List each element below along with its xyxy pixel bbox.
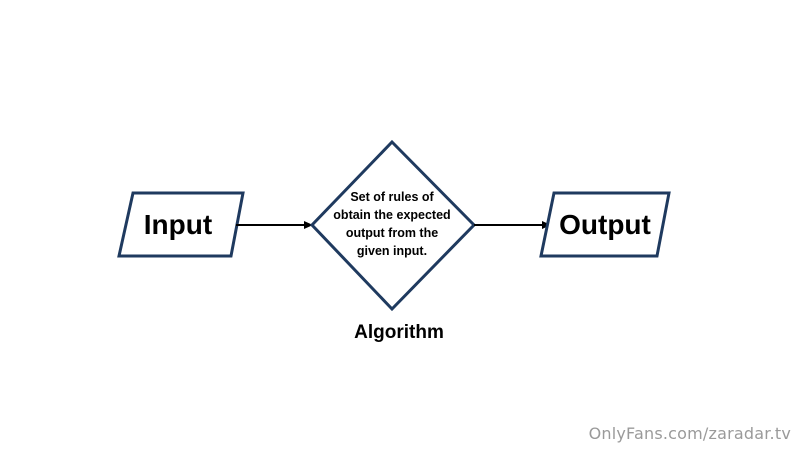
output-label: Output <box>559 209 651 240</box>
algorithm-rule-line-4: given input. <box>357 244 427 258</box>
algorithm-caption: Algorithm <box>354 322 444 343</box>
watermark-text: OnlyFans.com/zaradar.tv <box>588 424 791 443</box>
algorithm-shape <box>309 139 477 312</box>
algorithm-rule-line-2: obtain the expected <box>333 208 450 222</box>
input-shape <box>117 191 245 258</box>
algorithm-rule-line-3: output from the <box>346 226 438 240</box>
output-shape <box>539 191 671 258</box>
input-label: Input <box>144 209 212 240</box>
algorithm-rule-line-1: Set of rules of <box>350 190 434 204</box>
